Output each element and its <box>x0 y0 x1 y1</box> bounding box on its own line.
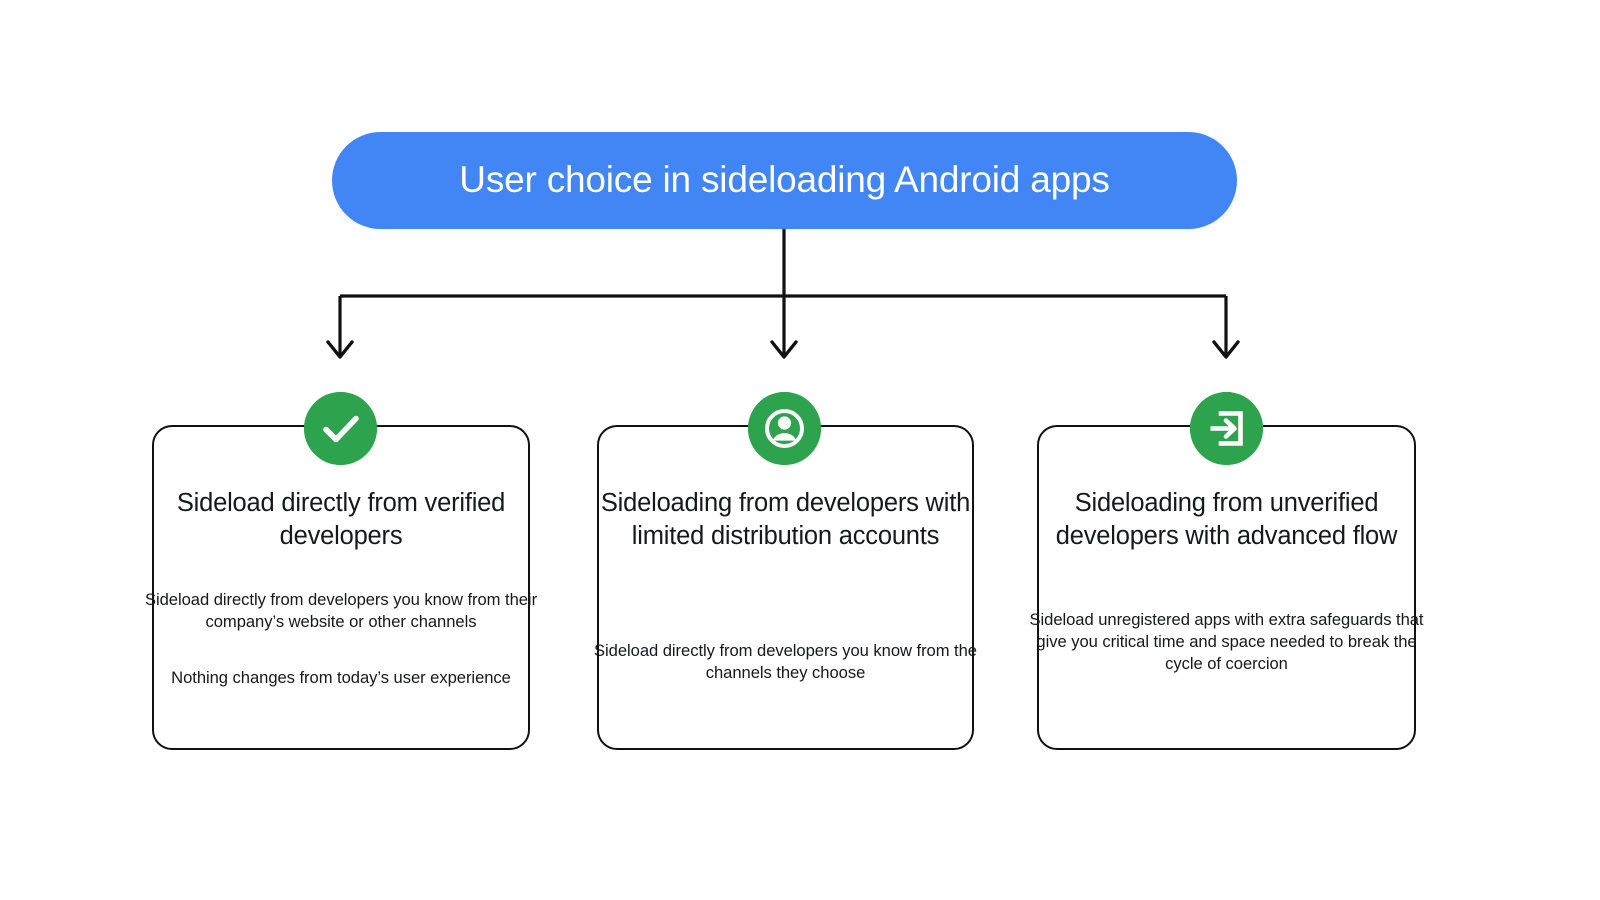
branch-card-unverified-advanced: Sideloading from unverified developers w… <box>1029 425 1424 750</box>
card-body-paragraph: Sideload unregistered apps with extra sa… <box>1029 610 1424 674</box>
card-body-paragraph: Nothing changes from today’s user experi… <box>171 668 511 687</box>
card-heading: Sideloading from developers with limited… <box>600 489 971 551</box>
check-circle-icon <box>304 392 377 465</box>
diagram-title-node: User choice in sideloading Android apps <box>332 132 1237 229</box>
exit-to-app-icon <box>1190 392 1263 465</box>
arrowhead-middle <box>770 340 798 359</box>
card-body-paragraph: Sideload directly from developers you kn… <box>144 590 538 632</box>
branch-card-verified: Sideload directly from verified develope… <box>145 425 537 750</box>
account-circle-icon <box>748 392 821 465</box>
card-heading: Sideloading from unverified developers w… <box>1055 489 1398 551</box>
card-heading: Sideload directly from verified develope… <box>176 489 506 551</box>
arrowhead-left <box>326 340 354 359</box>
card-body-paragraph: Sideload directly from developers you kn… <box>594 641 977 683</box>
arrowhead-right <box>1212 340 1240 359</box>
branch-card-limited-distribution: Sideloading from developers with limited… <box>594 425 977 750</box>
diagram-title-label: User choice in sideloading Android apps <box>459 159 1110 201</box>
